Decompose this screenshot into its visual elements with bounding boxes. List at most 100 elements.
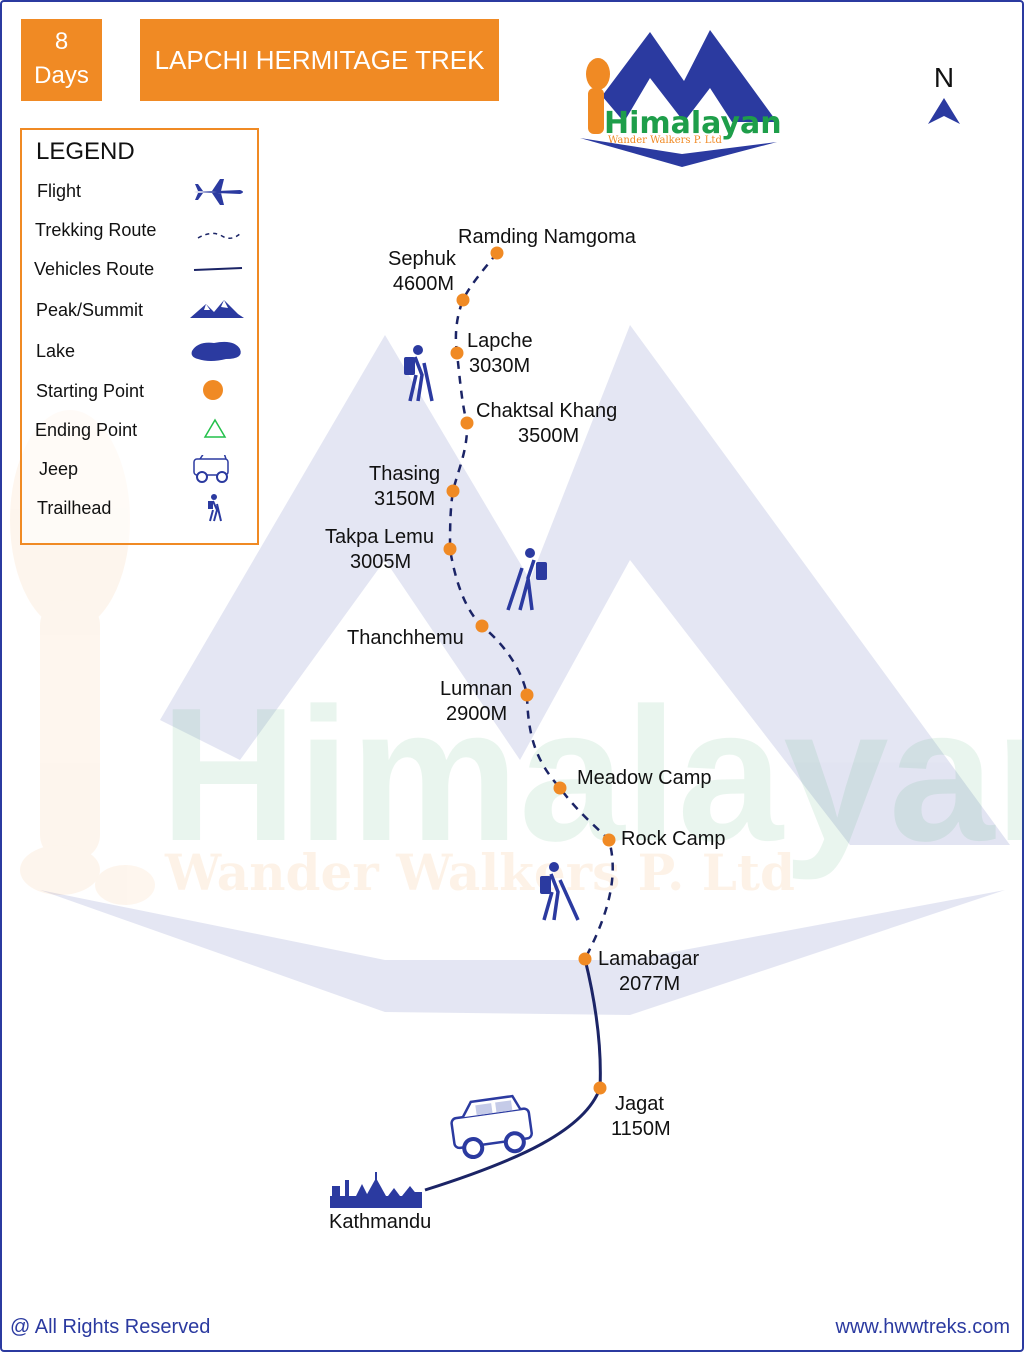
place-name: Meadow Camp	[577, 767, 712, 789]
place-name: Jagat	[615, 1093, 664, 1115]
place-sephuk: Sephuk 4600M	[388, 247, 456, 297]
place-name: Lumnan	[440, 678, 513, 700]
marker-lumnan	[520, 688, 534, 702]
orange-dot-icon	[203, 380, 223, 400]
legend-item-jeep: Jeep	[22, 455, 257, 485]
hiker-icon	[506, 548, 547, 611]
legend-title: LEGEND	[36, 138, 135, 165]
hiker-icon	[404, 345, 434, 402]
legend-item-starting-point: Starting Point	[22, 377, 257, 407]
lake-icon	[191, 341, 241, 361]
waypoint-markers	[443, 246, 616, 1095]
place-altitude: 3500M	[518, 425, 580, 447]
marker-thasing	[446, 484, 460, 498]
legend-item-ending-point: Ending Point	[22, 416, 257, 446]
days-badge: 8 Days	[21, 19, 102, 101]
place-name: Takpa Lemu	[325, 526, 434, 548]
days-number: 8	[54, 28, 69, 55]
place-name: Thasing	[369, 463, 441, 485]
legend-item-trekking-route: Trekking Route	[22, 216, 257, 246]
solid-line-icon	[193, 267, 243, 271]
legend-label: Jeep	[39, 459, 79, 479]
logo-hiker-icon	[586, 58, 610, 90]
place-altitude: 3150M	[374, 488, 436, 510]
company-logo: Himalayan Wander Walkers P. Ltd	[580, 30, 782, 167]
place-thasing: Thasing 3150M	[369, 462, 440, 512]
north-arrow-icon	[928, 98, 960, 124]
triangle-outline-icon	[203, 418, 227, 438]
days-word: Days	[34, 62, 89, 89]
legend-item-peak-summit: Peak/Summit	[22, 296, 257, 326]
mountain-peak-icon	[190, 300, 244, 318]
place-altitude: 2077M	[619, 973, 681, 995]
place-lapche: Lapche 3030M	[467, 329, 533, 379]
marker-ramding-namgoma	[490, 246, 504, 260]
logo-tagline: Wander Walkers P. Ltd	[608, 135, 722, 146]
place-altitude: 4600M	[392, 273, 454, 295]
place-takpa-lemu: Takpa Lemu 3005M	[325, 525, 434, 575]
legend-item-lake: Lake	[22, 337, 257, 367]
legend-item-vehicles-route: Vehicles Route	[22, 255, 257, 285]
place-name: Rock Camp	[621, 828, 726, 850]
place-ramding-namgoma: Ramding Namgoma	[458, 225, 636, 250]
hiker-icon	[540, 862, 580, 921]
legend-label: Trailhead	[37, 498, 112, 518]
watermark-mountains	[40, 325, 1010, 1015]
legend: LEGEND Flight Trekking Route Vehicles Ro…	[20, 128, 259, 545]
north-label: N	[933, 62, 955, 93]
place-altitude: 3005M	[350, 551, 412, 573]
marker-rock-camp	[602, 833, 616, 847]
legend-label: Trekking Route	[35, 220, 157, 240]
place-name: Sephuk	[388, 248, 456, 270]
marker-lamabagar	[578, 952, 592, 966]
legend-label: Vehicles Route	[34, 259, 155, 279]
city-skyline-icon	[330, 1172, 422, 1208]
legend-label: Peak/Summit	[36, 300, 144, 320]
place-jagat: Jagat 1150M	[611, 1092, 671, 1142]
place-name: Lapche	[467, 330, 533, 352]
place-rock-camp: Rock Camp	[621, 827, 725, 852]
vehicle-route	[424, 958, 602, 1192]
place-kathmandu: Kathmandu	[329, 1210, 431, 1235]
place-name: Lamabagar	[598, 948, 700, 970]
place-chaktsal-khang: Chaktsal Khang 3500M	[476, 399, 617, 449]
place-name: Chaktsal Khang	[476, 400, 618, 422]
legend-label: Ending Point	[35, 420, 138, 440]
place-thanchhemu: Thanchhemu	[347, 626, 464, 651]
marker-chaktsal-khang	[460, 416, 474, 430]
legend-label: Flight	[37, 181, 82, 201]
legend-item-flight: Flight	[22, 177, 257, 207]
airplane-icon	[194, 179, 243, 205]
marker-takpa-lemu	[443, 542, 457, 556]
place-name: Kathmandu	[329, 1211, 432, 1233]
place-lamabagar: Lamabagar 2077M	[598, 947, 699, 997]
jeep-icon	[193, 455, 229, 483]
trek-title: LAPCHI HERMITAGE TREK	[140, 19, 499, 101]
place-altitude: 3030M	[469, 355, 531, 377]
watermark-brand: Himalayan	[160, 669, 1024, 881]
marker-sephuk	[456, 293, 470, 307]
place-name: Ramding Namgoma	[458, 226, 636, 248]
place-altitude: 2900M	[446, 703, 508, 725]
compass: N	[924, 62, 964, 133]
place-name: Thanchhemu	[347, 627, 464, 649]
logo-brand: Himalayan	[604, 106, 782, 141]
marker-thanchhemu	[475, 619, 489, 633]
jeep-icon	[450, 1094, 533, 1160]
copyright-text: @ All Rights Reserved	[10, 1316, 211, 1338]
marker-lapche	[450, 346, 464, 360]
place-lumnan: Lumnan 2900M	[440, 677, 512, 727]
legend-label: Lake	[36, 341, 76, 361]
watermark-tagline: Wander Walkers P. Ltd	[164, 843, 795, 902]
legend-item-trailhead: Trailhead	[22, 494, 257, 524]
dashed-line-icon	[197, 231, 243, 239]
marker-jagat	[593, 1081, 607, 1095]
website-link[interactable]: www.hwwtreks.com	[835, 1316, 1010, 1338]
place-altitude: 1150M	[611, 1118, 671, 1140]
marker-meadow-camp	[553, 781, 567, 795]
place-meadow-camp: Meadow Camp	[577, 766, 712, 791]
hiker-icon	[208, 494, 222, 522]
